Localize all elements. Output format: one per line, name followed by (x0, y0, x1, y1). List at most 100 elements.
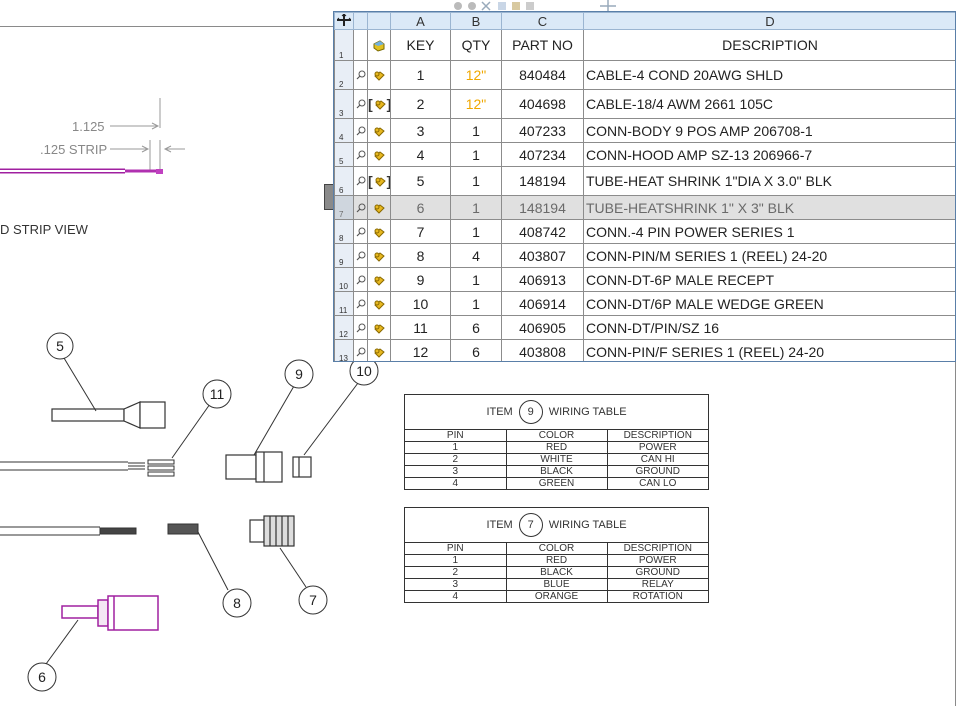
cell-description[interactable]: CONN-PIN/F SERIES 1 (REEL) 24-20 (583, 339, 955, 361)
cable-wire-1[interactable] (0, 461, 145, 471)
cell-qty[interactable]: 12" (450, 60, 502, 90)
bom-header-row[interactable]: 1 KEY QTY PART NO DESCRIPTION (334, 29, 955, 61)
cell-qty[interactable]: 1 (450, 195, 502, 220)
row-number[interactable]: 10 (334, 267, 354, 292)
cell-part-no[interactable]: 406905 (501, 315, 584, 340)
cell-key[interactable]: 2 (390, 89, 451, 119)
cell-description[interactable]: TUBE-HEATSHRINK 1" X 3" BLK (583, 195, 955, 220)
magnifier-icon[interactable] (353, 118, 368, 143)
heatshrink-item-6[interactable] (61, 595, 159, 631)
cell-qty[interactable]: 1 (450, 219, 502, 244)
row-number[interactable]: 7 (334, 195, 354, 220)
column-letter-c[interactable]: C (501, 12, 584, 30)
magnifier-icon[interactable] (353, 60, 368, 90)
cell-description[interactable]: CONN-HOOD AMP SZ-13 206966-7 (583, 142, 955, 167)
cell-key[interactable]: 1 (390, 60, 451, 90)
cell-qty[interactable]: 1 (450, 142, 502, 167)
magnifier-icon[interactable] (353, 291, 368, 316)
cell-qty[interactable]: 4 (450, 243, 502, 268)
row-number[interactable]: 4 (334, 118, 354, 143)
magnifier-icon[interactable] (353, 243, 368, 268)
cable-wire-2[interactable] (0, 526, 137, 536)
pins-item-8[interactable] (167, 523, 199, 535)
row-number[interactable]: 12 (334, 315, 354, 340)
cell-part-no[interactable]: 406914 (501, 291, 584, 316)
move-handle-icon[interactable] (334, 12, 354, 30)
magnifier-icon[interactable] (353, 267, 368, 292)
magnifier-icon[interactable] (353, 219, 368, 244)
column-letter-d[interactable]: D (583, 12, 955, 30)
table-mini-toolbar[interactable] (450, 0, 620, 11)
magnifier-icon[interactable] (353, 166, 368, 196)
cell-key[interactable]: 12 (390, 339, 451, 361)
column-letter-b[interactable]: B (450, 12, 502, 30)
cell-key[interactable]: 9 (390, 267, 451, 292)
row-number[interactable]: 6 (334, 166, 354, 196)
cell-qty[interactable]: 1 (450, 118, 502, 143)
cell-qty[interactable]: 1 (450, 166, 502, 196)
row-number[interactable]: 13 (334, 339, 354, 361)
cell-part-no[interactable]: 407234 (501, 142, 584, 167)
magnifier-icon[interactable] (353, 339, 368, 361)
cell-key[interactable]: 4 (390, 142, 451, 167)
connector-item-7[interactable] (249, 515, 295, 547)
column-letter-a[interactable]: A (390, 12, 451, 30)
cell-key[interactable]: 5 (390, 166, 451, 196)
balloon-11[interactable]: 11 (202, 379, 232, 409)
cell-key[interactable]: 6 (390, 195, 451, 220)
row-number[interactable]: 9 (334, 243, 354, 268)
cell-part-no[interactable]: 408742 (501, 219, 584, 244)
cell-part-no[interactable]: 403808 (501, 339, 584, 361)
balloon-8[interactable]: 8 (222, 588, 252, 618)
cell-qty[interactable]: 1 (450, 291, 502, 316)
balloon-5[interactable]: 5 (46, 332, 74, 360)
cell-key[interactable]: 8 (390, 243, 451, 268)
stripped-cable[interactable] (0, 168, 163, 174)
balloon-6[interactable]: 6 (27, 662, 57, 692)
cell-key[interactable]: 10 (390, 291, 451, 316)
wedge-item-10[interactable] (292, 456, 312, 478)
cell-part-no[interactable]: 148194 (501, 166, 584, 196)
cell-part-no[interactable]: 403807 (501, 243, 584, 268)
cell-description[interactable]: CONN.-4 PIN POWER SERIES 1 (583, 219, 955, 244)
cell-qty[interactable]: 6 (450, 315, 502, 340)
row-number[interactable]: 5 (334, 142, 354, 167)
balloon-9[interactable]: 9 (284, 359, 314, 389)
cell-part-no[interactable]: 148194 (501, 195, 584, 220)
row-number[interactable]: 11 (334, 291, 354, 316)
cell-part-no[interactable]: 406913 (501, 267, 584, 292)
cell-description[interactable]: TUBE-HEAT SHRINK 1"DIA X 3.0" BLK (583, 166, 955, 196)
cell-part-no[interactable]: 407233 (501, 118, 584, 143)
magnifier-icon[interactable] (353, 142, 368, 167)
cell-part-no[interactable]: 840484 (501, 60, 584, 90)
connector-item-9[interactable] (225, 451, 283, 483)
magnifier-icon[interactable] (353, 195, 368, 220)
cell-key[interactable]: 3 (390, 118, 451, 143)
cell-description[interactable]: CONN-DT-6P MALE RECEPT (583, 267, 955, 292)
cell-qty[interactable]: 6 (450, 339, 502, 361)
cell-part-no[interactable]: 404698 (501, 89, 584, 119)
cell-key[interactable]: 11 (390, 315, 451, 340)
cell-key[interactable]: 7 (390, 219, 451, 244)
cell-description[interactable]: CONN-PIN/M SERIES 1 (REEL) 24-20 (583, 243, 955, 268)
pins-item-11[interactable] (147, 459, 175, 477)
balloon-7[interactable]: 7 (298, 585, 328, 615)
magnifier-icon[interactable] (353, 89, 368, 119)
cell-description[interactable]: CONN-DT/6P MALE WEDGE GREEN (583, 291, 955, 316)
row-number[interactable]: 2 (334, 60, 354, 90)
cell-description[interactable]: CONN-DT/PIN/SZ 16 (583, 315, 955, 340)
